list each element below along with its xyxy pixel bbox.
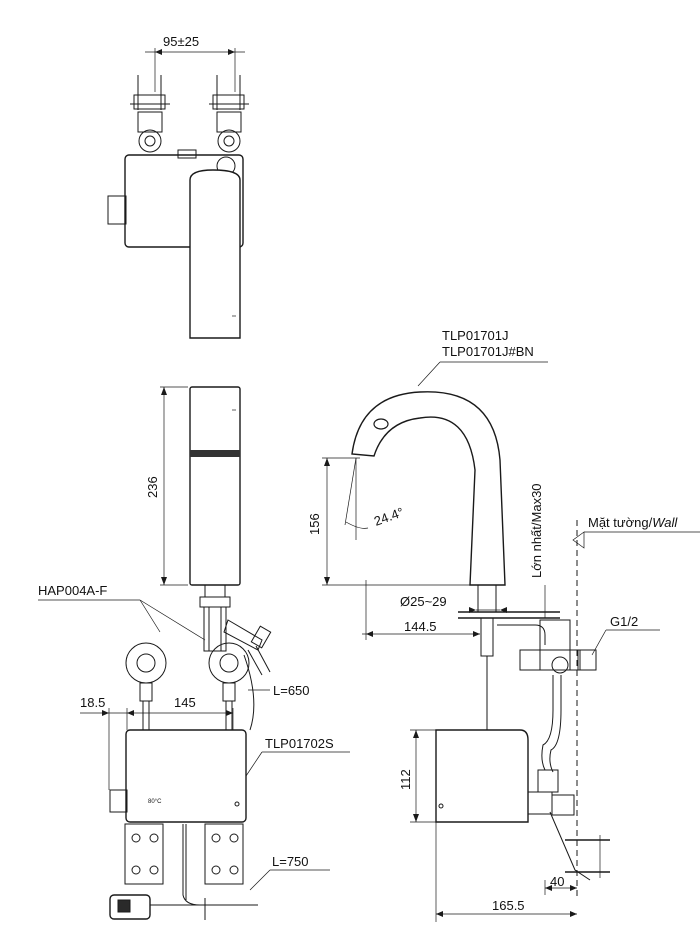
dim-diameter: Ø25~29: [400, 594, 447, 609]
dim-144-5: 144.5: [404, 619, 437, 634]
box-brackets: [124, 823, 244, 885]
label-hap004a-f: HAP004A-F: [38, 583, 107, 598]
wall-label: Mặt tường/Wall: [588, 515, 678, 530]
label-l650: L=650: [273, 683, 310, 698]
dim-156: 156: [307, 513, 322, 535]
front-view: 236 HAP004A-F L=650 18.5 145: [38, 386, 350, 920]
dim-max30: Lớn nhất/Max30: [529, 483, 544, 578]
dim-angle: 24.4°: [372, 504, 406, 529]
label-g12: G1/2: [610, 614, 638, 629]
dim-112: 112: [398, 769, 413, 790]
dim-165-5: 165.5: [492, 898, 525, 913]
label-tlp01701j-bn: TLP01701J#BN: [442, 344, 534, 359]
dim-236: 236: [145, 476, 160, 498]
wall-label-en: Wall: [652, 515, 678, 530]
top-view: 95±25: [107, 34, 249, 339]
dim-95-25: 95±25: [163, 34, 199, 49]
temp-mark: 80°C: [148, 799, 162, 805]
label-l750: L=750: [272, 854, 309, 869]
wall-label-vi: Mặt tường/: [588, 515, 653, 530]
dim-18-5: 18.5: [80, 695, 105, 710]
side-view: TLP01701J TLP01701J#BN 24.4° 156 Lớn nhấ…: [307, 328, 700, 922]
left-bolt: [130, 75, 170, 153]
label-tlp01702s: TLP01702S: [265, 736, 334, 751]
dim-40: 40: [550, 874, 564, 889]
right-bolt: [209, 75, 249, 153]
label-tlp01701j: TLP01701J: [442, 328, 509, 343]
dim-145: 145: [174, 695, 196, 710]
